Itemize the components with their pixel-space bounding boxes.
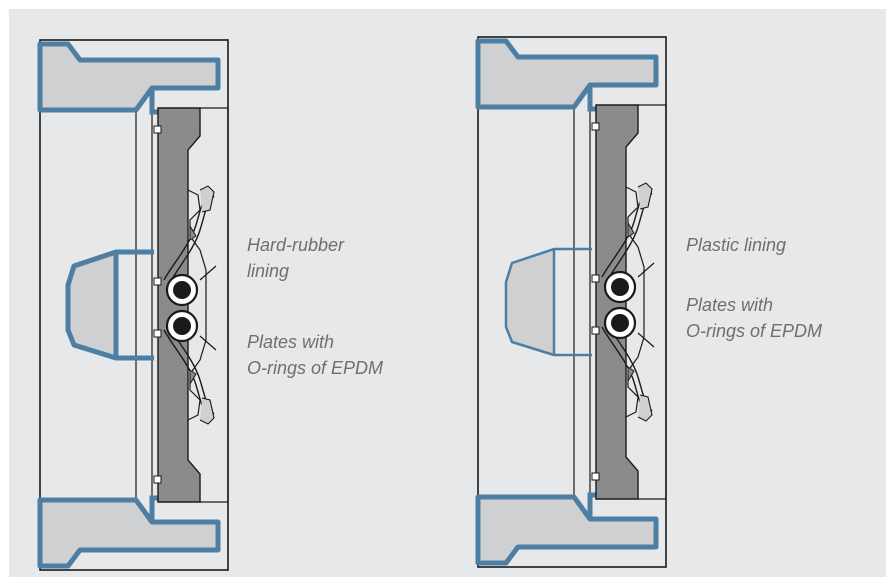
label-line: O-rings of EPDM: [247, 358, 384, 378]
hard-rubber-lining-label: Hard-rubber lining: [247, 232, 344, 284]
label-line: Plates with: [247, 332, 335, 352]
hard-rubber-lining-insert: [65, 249, 119, 361]
right-plates-label: Plates with O-rings of EPDM: [686, 292, 822, 344]
right-valve-assembly: [478, 37, 666, 567]
label-line: Hard-rubber: [247, 235, 345, 255]
label-line: Plastic lining: [686, 235, 787, 255]
label-line: lining: [247, 261, 290, 281]
label-line: O-rings of EPDM: [686, 321, 823, 341]
plastic-lining-insert: [504, 247, 556, 357]
plastic-lining-label: Plastic lining: [686, 232, 786, 258]
left-plates-label: Plates with O-rings of EPDM: [247, 329, 383, 381]
left-valve-assembly: [40, 40, 228, 570]
label-line: Plates with: [686, 295, 774, 315]
